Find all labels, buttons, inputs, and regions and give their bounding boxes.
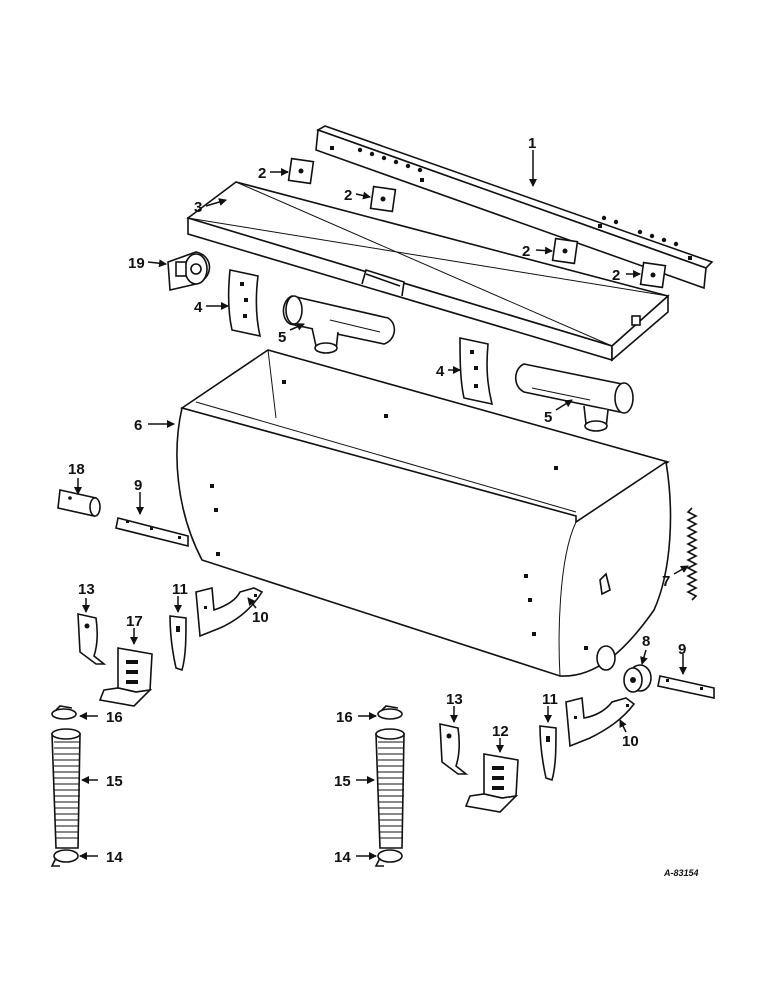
callout-11: 11 (172, 581, 188, 598)
leader-arrows (74, 150, 689, 860)
clamp-part (167, 251, 211, 291)
angle-plate-part (98, 647, 519, 813)
callout-2: 2 (258, 165, 266, 182)
callout-2: 2 (344, 187, 352, 204)
angle-bar-part (315, 125, 714, 290)
hopper-box-part (176, 349, 672, 677)
hopper-lid-part (186, 181, 670, 362)
callout-16: 16 (106, 709, 123, 726)
callout-15: 15 (334, 773, 351, 790)
callout-17: 17 (126, 613, 143, 630)
callout-labels: 1 2 2 2 2 3 19 4 4 5 5 6 18 9 7 8 9 13 1… (68, 135, 686, 866)
callout-10: 10 (252, 609, 269, 626)
callout-13: 13 (446, 691, 463, 708)
corrugated-tube-part (51, 728, 405, 849)
callout-2: 2 (522, 243, 530, 260)
callout-1: 1 (528, 135, 536, 152)
bracket-part (195, 586, 636, 748)
shaft-part (115, 517, 715, 699)
ring-clip-part (51, 705, 403, 720)
callout-3: 3 (194, 199, 202, 216)
callout-15: 15 (106, 773, 123, 790)
spring-part (686, 507, 698, 601)
latch-part (77, 612, 469, 775)
callout-14: 14 (106, 849, 123, 866)
callout-19: 19 (128, 255, 145, 272)
callout-9: 9 (134, 477, 142, 494)
bottom-clip-part (50, 849, 403, 867)
callout-2: 2 (612, 267, 620, 284)
gasket-part (227, 269, 494, 406)
callout-13: 13 (78, 581, 95, 598)
drawing-reference-code: A-83154 (663, 868, 699, 878)
callout-12: 12 (492, 723, 509, 740)
callout-8: 8 (642, 633, 650, 650)
callout-10: 10 (622, 733, 639, 750)
clip-part (169, 615, 557, 782)
square-plate-part (287, 157, 667, 289)
callout-16: 16 (336, 709, 353, 726)
callout-11: 11 (542, 691, 558, 708)
roller-part (623, 664, 652, 693)
callout-4: 4 (194, 299, 203, 316)
callout-18: 18 (68, 461, 85, 478)
callout-14: 14 (334, 849, 351, 866)
callout-5: 5 (278, 329, 286, 346)
callout-7: 7 (662, 573, 670, 590)
callout-5: 5 (544, 409, 552, 426)
callout-6: 6 (134, 417, 142, 434)
callout-9: 9 (678, 641, 686, 658)
callout-4: 4 (436, 363, 445, 380)
tube-part (57, 489, 101, 517)
feed-cup-part (282, 295, 634, 432)
